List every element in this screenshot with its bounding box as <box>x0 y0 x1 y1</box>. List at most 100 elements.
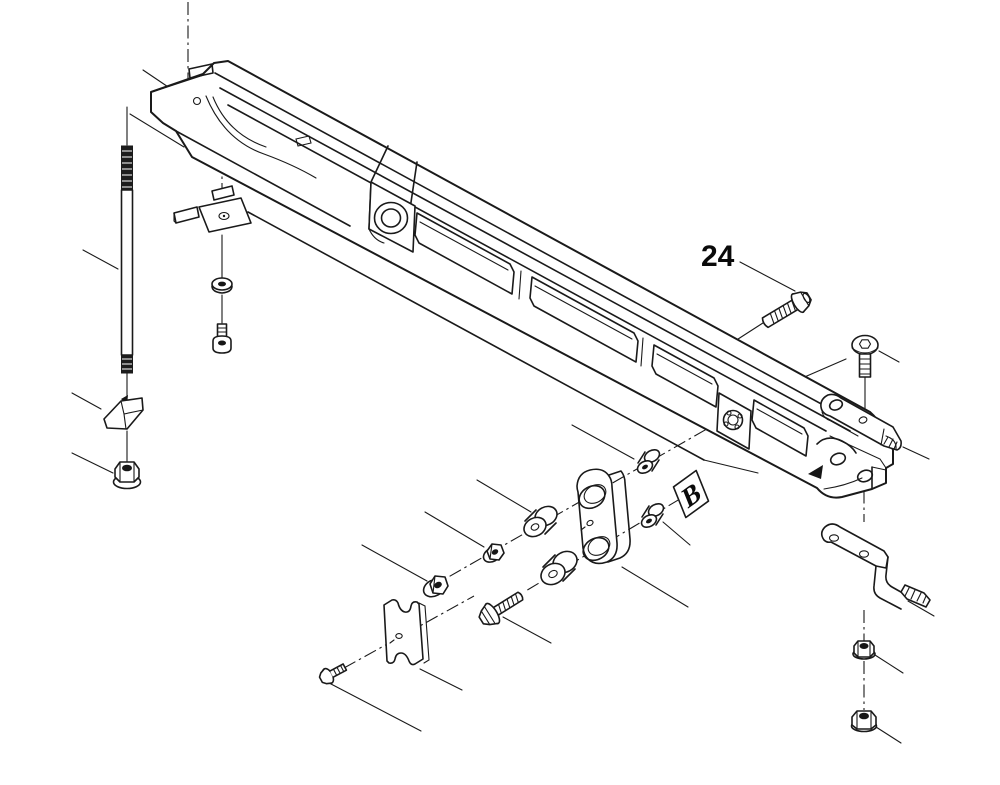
notched-plate-thickness <box>419 603 429 663</box>
zbracket-drop-right <box>886 557 908 596</box>
arm-rib-line-2 <box>641 338 643 366</box>
spacer-hole <box>530 522 540 531</box>
hex-flange-bolt-center <box>475 586 527 631</box>
screw-hex-socket <box>860 340 871 348</box>
arm-side-top-edge <box>228 105 826 431</box>
leader-line <box>903 447 929 459</box>
clip-hole-dot <box>222 214 226 218</box>
clip-plate <box>199 198 251 232</box>
detail-marker-box <box>673 470 708 517</box>
link-plate-thickness <box>608 471 630 562</box>
strap-hole-end <box>828 398 843 411</box>
fork-top-face-edge <box>830 436 886 468</box>
arm-outline <box>151 61 893 498</box>
leader-line <box>572 425 634 459</box>
spacer-face <box>521 514 550 541</box>
arm-tip-channel-arc-1 <box>206 96 316 178</box>
arm-slot-2-inner <box>535 286 632 339</box>
leader-line <box>622 567 688 607</box>
cable-clip-bracket <box>174 186 251 232</box>
screw-head <box>852 336 878 355</box>
bushing-upper <box>635 447 661 476</box>
leader-line <box>130 114 184 147</box>
screw-head-under <box>852 348 878 353</box>
rod-flange-nut <box>114 462 141 489</box>
clip-upper-tab <box>212 186 234 200</box>
leader-line <box>331 684 421 731</box>
fork-step-2 <box>872 467 886 470</box>
spacer-upper <box>521 503 561 541</box>
arm-bottom-join <box>704 460 758 473</box>
clip-hole <box>219 213 229 220</box>
threaded-stud-rod <box>121 107 133 405</box>
zbracket-hole-2 <box>860 551 869 557</box>
zbracket-hole-1 <box>830 535 839 541</box>
hub-under-arc <box>369 229 384 243</box>
centerline-link-upper <box>424 418 726 591</box>
main-arm-beam <box>151 61 893 498</box>
arm-top-edge-3 <box>220 88 850 431</box>
button-head-screw <box>852 336 878 378</box>
leader-line <box>663 522 690 545</box>
fork-hole-1 <box>829 451 847 466</box>
hex-flange-nut-lower <box>421 576 448 600</box>
arm-top-slot-mark <box>296 136 311 146</box>
bushing-back <box>646 501 665 519</box>
leader-line <box>879 351 899 362</box>
leader-line-24 <box>740 262 795 291</box>
rod-thread-bottom-gaps <box>122 359 132 369</box>
flange-screw-small <box>317 660 348 687</box>
serrated-boss-hole-inner <box>728 415 738 425</box>
serration <box>724 422 728 426</box>
leader-line <box>83 250 118 269</box>
clip-left-tab-side <box>174 213 176 223</box>
nut-hole <box>122 464 132 472</box>
hub-boss-outer <box>375 203 408 234</box>
screw-head <box>317 669 332 687</box>
arm-slot-4-inner <box>757 409 802 434</box>
hub-boss-hole <box>382 209 401 227</box>
arm-slot-2 <box>530 277 638 362</box>
leader-line <box>420 669 462 690</box>
zbracket-plate <box>822 524 888 568</box>
arm-tip-hole <box>194 98 201 105</box>
arm-tip-notch <box>189 64 213 78</box>
leader-line <box>72 393 101 409</box>
serrated-boss-hole <box>724 411 743 430</box>
arm-tip-inner-bottom <box>176 131 350 226</box>
hex <box>852 711 876 729</box>
hole <box>859 712 869 720</box>
leader-line <box>72 453 113 473</box>
flange-nut-small <box>853 641 875 659</box>
washer-side <box>212 286 232 293</box>
serration <box>738 414 742 418</box>
notched-plate-face <box>384 600 423 665</box>
assembly-arrow <box>808 465 823 479</box>
arm-slot-1-inner <box>420 222 508 270</box>
link-plate-hole-upper <box>575 481 609 513</box>
bolt24-shank <box>761 298 801 328</box>
leader-line <box>477 480 531 512</box>
arm-top-edge-2 <box>215 73 858 424</box>
link-plate <box>575 469 630 565</box>
leader-line <box>425 512 484 547</box>
notched-plate <box>384 600 429 665</box>
rod-shank <box>122 190 133 355</box>
bolt-socket <box>218 340 226 346</box>
link-plate-hole-lower <box>579 533 613 565</box>
leader-line <box>362 545 427 581</box>
callout-24: 24 <box>701 240 735 273</box>
arm-slot-3-inner <box>657 354 712 384</box>
detail-marker-b: B <box>673 470 708 517</box>
fork-face-line <box>824 478 862 489</box>
arm-slot-4 <box>752 400 808 456</box>
bushing-back <box>642 447 661 465</box>
link-plate-hole-small <box>586 519 594 526</box>
leader-lines <box>72 70 934 743</box>
serration <box>735 425 739 429</box>
wedge-clip <box>104 398 143 429</box>
washer-hole <box>218 281 226 287</box>
screw-shank <box>860 354 871 377</box>
